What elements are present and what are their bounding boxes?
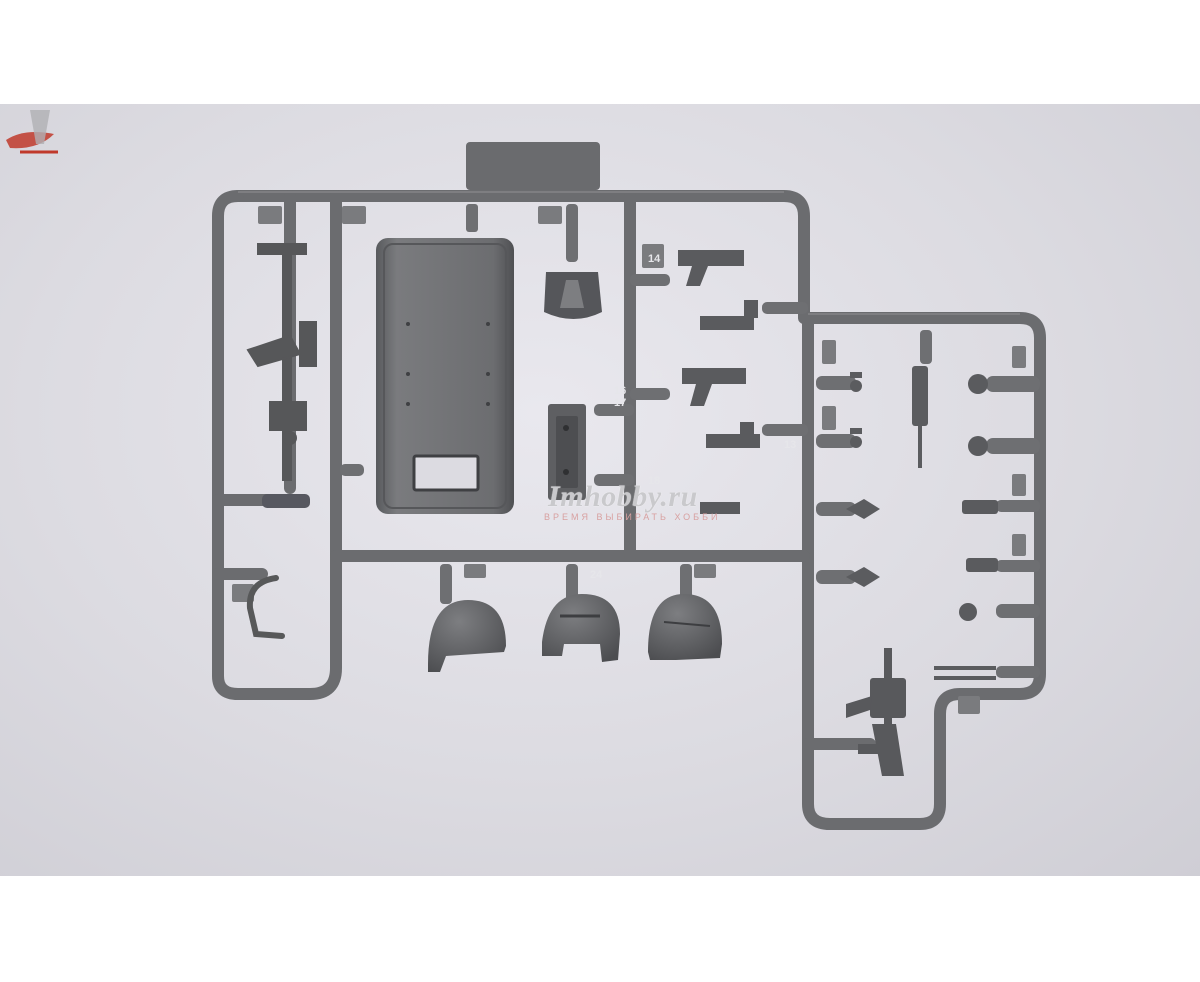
part-number-18: 18 bbox=[648, 475, 660, 487]
helmet-parts bbox=[428, 594, 722, 672]
smg-part bbox=[846, 648, 906, 776]
part-number-13: 13 bbox=[784, 439, 796, 451]
accessory-parts bbox=[934, 374, 998, 680]
grenade-parts bbox=[846, 366, 928, 587]
scope-part bbox=[262, 494, 310, 508]
hook-part bbox=[246, 575, 285, 639]
attachment-gates bbox=[340, 204, 1040, 678]
bracket-part bbox=[548, 404, 586, 500]
sprue-frame-highlight bbox=[238, 191, 1020, 315]
part-number-14: 14 bbox=[648, 253, 661, 265]
sprue-drawing: 14 15 16 17 18 24 13 bbox=[212, 142, 1046, 830]
part-numbers: 14 15 16 17 18 24 13 bbox=[590, 253, 796, 581]
pistol-parts bbox=[678, 250, 760, 514]
riot-shield-part bbox=[376, 238, 514, 514]
assault-rifle-part bbox=[246, 243, 317, 481]
watermark-tagline: ВРЕМЯ ВЫБИРАТЬ ХОББИ bbox=[544, 512, 721, 522]
part-number-15: 15 bbox=[650, 369, 662, 381]
gear-pouch-part bbox=[544, 272, 602, 319]
sprue-photo: 14 15 16 17 18 24 13 Imhobby.ru ВРЕМЯ ВЫ… bbox=[0, 104, 1200, 876]
part-number-16: 16 bbox=[614, 385, 626, 397]
watermark-site: Imhobby.ru bbox=[548, 480, 698, 513]
sprue-tab bbox=[466, 142, 600, 190]
watermark-logo-icon bbox=[6, 110, 58, 154]
part-number-24: 24 bbox=[590, 569, 603, 581]
part-number-17: 17 bbox=[614, 397, 626, 409]
